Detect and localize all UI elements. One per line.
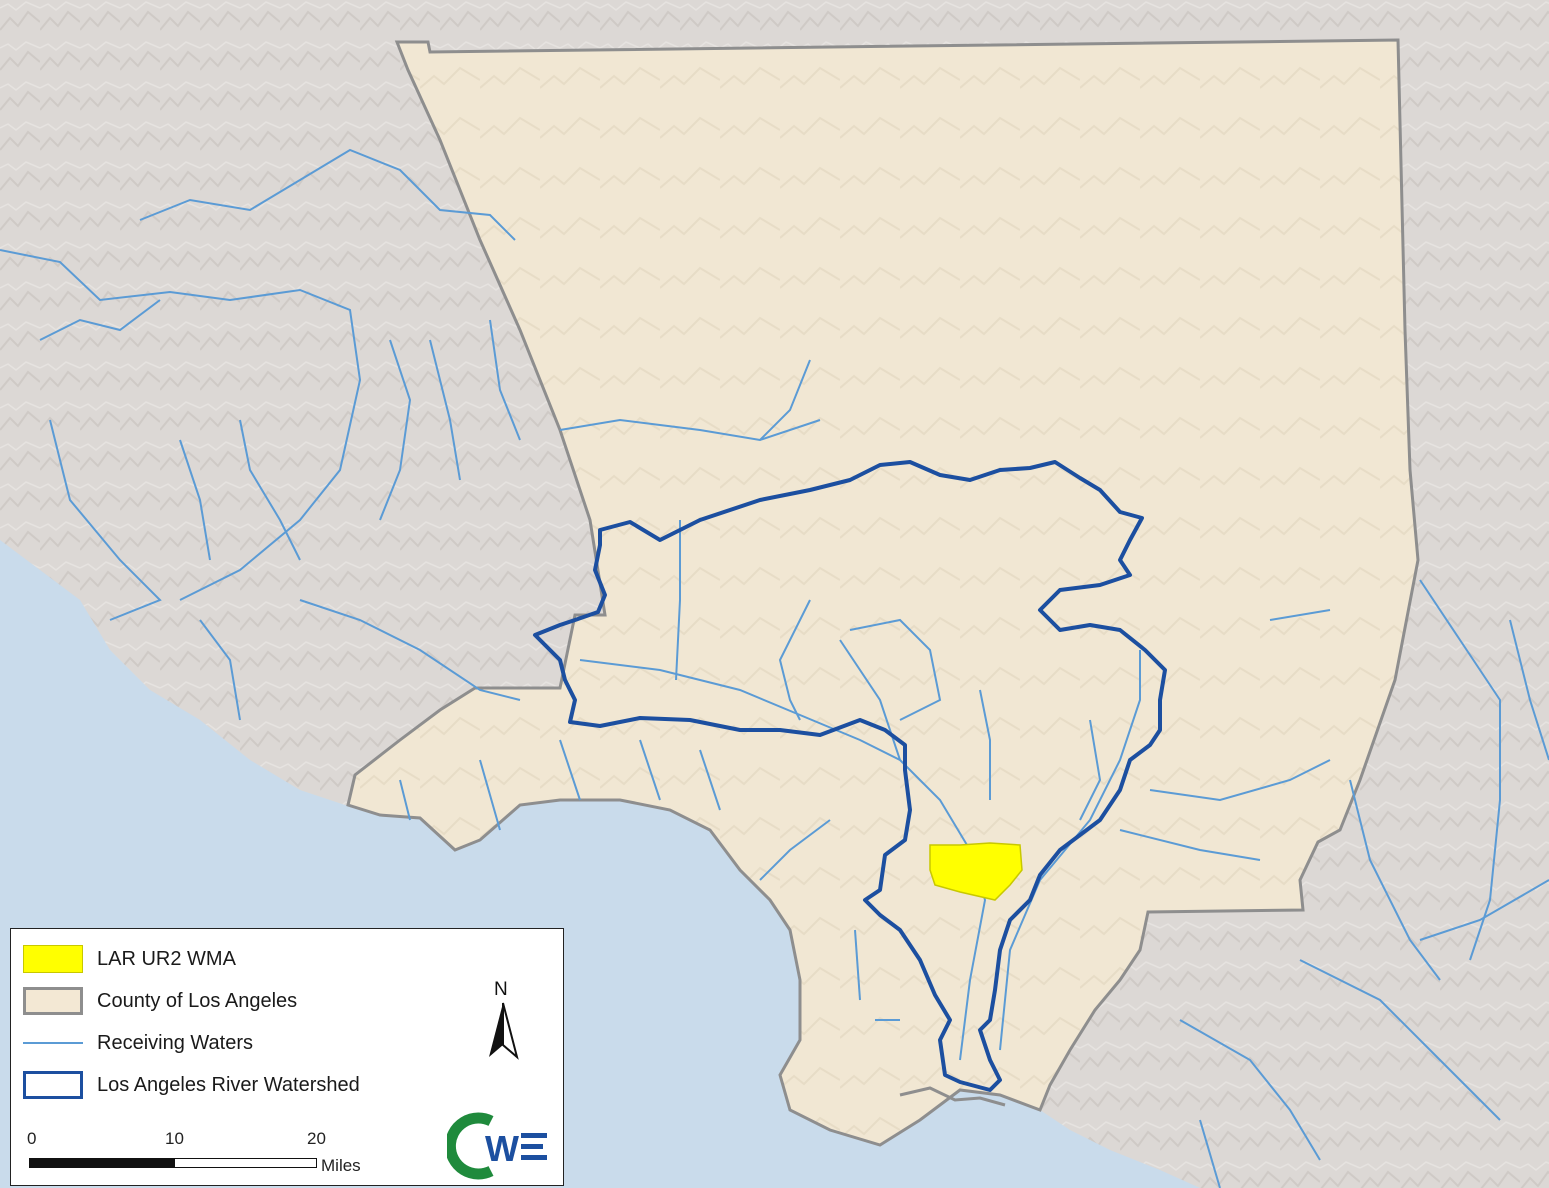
county-of-los-angeles[interactable] xyxy=(346,38,1420,1147)
watershed-swatch xyxy=(23,1071,83,1099)
map-legend: LAR UR2 WMA County of Los Angeles Receiv… xyxy=(10,928,564,1186)
county-swatch xyxy=(23,987,83,1015)
legend-item-county: County of Los Angeles xyxy=(23,985,297,1017)
legend-label: Receiving Waters xyxy=(97,1031,253,1054)
north-label: N xyxy=(494,979,508,1000)
receiving-waters xyxy=(0,148,1549,1188)
cwe-logo-icon: W xyxy=(444,1112,547,1180)
scale-bar: 0 10 20 Miles xyxy=(27,1129,407,1179)
scale-segment-white xyxy=(174,1158,317,1168)
scale-tick-0: 0 xyxy=(27,1129,37,1148)
legend-item-watershed: Los Angeles River Watershed xyxy=(23,1069,360,1101)
svg-text:W: W xyxy=(485,1128,519,1169)
scale-tick-20: 20 xyxy=(307,1129,326,1148)
north-arrow: N xyxy=(481,979,525,1060)
north-arrow-icon xyxy=(489,1002,519,1060)
legend-label: LAR UR2 WMA xyxy=(97,947,236,970)
wma-swatch xyxy=(23,945,83,973)
legend-label: Los Angeles River Watershed xyxy=(97,1073,360,1096)
scale-tick-10: 10 xyxy=(165,1129,184,1148)
receiving-waters-swatch xyxy=(23,1042,83,1044)
legend-label: County of Los Angeles xyxy=(97,989,298,1012)
legend-item-wma: LAR UR2 WMA xyxy=(23,943,236,975)
scale-unit: Miles xyxy=(321,1156,361,1175)
scale-segment-black xyxy=(29,1158,174,1168)
harbor xyxy=(899,1086,1006,1107)
lar-ur2-wma[interactable] xyxy=(929,842,1023,901)
cwe-logo: W xyxy=(444,1111,557,1181)
los-angeles-river-watershed[interactable] xyxy=(533,460,1167,1092)
legend-item-receiving-waters: Receiving Waters xyxy=(23,1027,253,1059)
